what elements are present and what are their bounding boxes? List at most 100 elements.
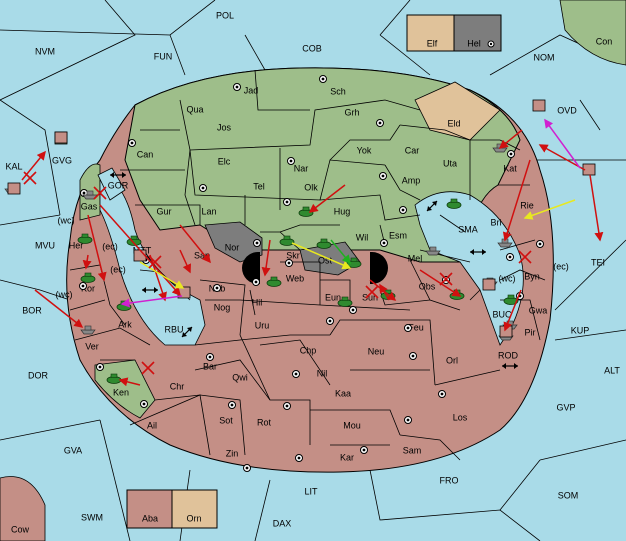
region-label-elc[interactable]: Elc [218, 156, 231, 166]
region-label-swm[interactable]: SWM [81, 512, 103, 522]
sea-gor[interactable] [97, 167, 126, 201]
region-label-nvm[interactable]: NVM [35, 46, 55, 56]
army-unit[interactable] [266, 276, 282, 287]
army-unit[interactable] [106, 373, 122, 384]
region-label-cow[interactable]: Cow [11, 524, 30, 534]
region-label-rot[interactable]: Rot [257, 417, 272, 427]
army-unit[interactable] [279, 235, 295, 246]
legend-elf-box[interactable] [406, 14, 455, 52]
region-label-kat[interactable]: Kat [503, 163, 517, 173]
region-label-tei[interactable]: TEI [591, 257, 605, 267]
region-label-gas[interactable]: Gas [81, 201, 98, 211]
region-label-yok[interactable]: Yok [357, 145, 372, 155]
legend-aba-box[interactable] [126, 489, 173, 529]
region-label-amp[interactable]: Amp [402, 175, 421, 185]
region-label-ken[interactable]: Ken [113, 387, 129, 397]
region-label-chr[interactable]: Chr [170, 381, 185, 391]
region-label-bor[interactable]: BOR [22, 305, 42, 315]
region-eld[interactable] [414, 81, 501, 141]
region-label-nom[interactable]: NOM [534, 52, 555, 62]
army-unit[interactable] [80, 272, 96, 283]
region-label-kup[interactable]: KUP [571, 325, 590, 335]
legend-orn-box[interactable] [171, 489, 218, 529]
region-label-neu[interactable]: Neu [368, 346, 385, 356]
region-label-kal[interactable]: KAL [5, 161, 22, 171]
region-label-dax[interactable]: DAX [273, 518, 292, 528]
region-label-obs[interactable]: Obs [419, 281, 436, 291]
region-label-esm[interactable]: Esm [389, 230, 407, 240]
region-label-nar[interactable]: Nar [294, 163, 309, 173]
region-label-sot[interactable]: Sot [219, 415, 233, 425]
region-label-rod[interactable]: ROD [498, 350, 519, 360]
region-label-dor[interactable]: DOR [28, 370, 49, 380]
region-label-rie[interactable]: Rie [520, 200, 534, 210]
army-unit[interactable] [337, 296, 353, 307]
region-label-olk[interactable]: Olk [304, 182, 318, 192]
region-label-los[interactable]: Los [453, 412, 468, 422]
region-label-kaa[interactable]: Kaa [335, 388, 351, 398]
region-label-gor[interactable]: GOR [108, 180, 129, 190]
region-cow[interactable] [0, 476, 46, 541]
fleet-unit[interactable] [80, 325, 96, 335]
army-unit[interactable] [503, 294, 519, 305]
region-label-web[interactable]: Web [286, 273, 304, 283]
region-label-tel[interactable]: Tel [253, 181, 265, 191]
region-label-sch[interactable]: Sch [330, 86, 346, 96]
region-label-nog[interactable]: Nog [214, 302, 231, 312]
region-label-her[interactable]: Her [69, 240, 84, 250]
region-label-ail[interactable]: Ail [147, 420, 157, 430]
region-label-byn[interactable]: Byn [524, 271, 540, 281]
region-label-grh[interactable]: Grh [344, 107, 359, 117]
region-label-mvu[interactable]: MVU [35, 240, 55, 250]
region-label-wil[interactable]: Wil [356, 232, 369, 242]
region-label-jad[interactable]: Jad [244, 85, 259, 95]
region-label-ver[interactable]: Ver [85, 341, 99, 351]
region-label-skr[interactable]: Skr [286, 250, 300, 260]
region-ken[interactable] [94, 359, 156, 419]
region-label-uru[interactable]: Uru [255, 320, 270, 330]
region-label-sun[interactable]: Sun [362, 292, 378, 302]
region-label-gwa[interactable]: Gwa [529, 305, 548, 315]
region-label-nor[interactable]: Nor [225, 242, 240, 252]
region-label-sma[interactable]: SMA [458, 224, 478, 234]
region-label-fro[interactable]: FRO [440, 475, 459, 485]
region-label-con[interactable]: Con [596, 36, 613, 46]
fleet-unit[interactable] [425, 246, 441, 256]
region-label-rbu[interactable]: RBU [164, 324, 183, 334]
region-label-gva[interactable]: GVA [64, 445, 82, 455]
region-label-hug[interactable]: Hug [334, 206, 351, 216]
region-label-som[interactable]: SOM [558, 490, 579, 500]
region-label-lit[interactable]: LIT [304, 486, 318, 496]
region-label-buc[interactable]: BUC [492, 309, 512, 319]
region-label-eld[interactable]: Eld [447, 118, 460, 128]
region-label-fun[interactable]: FUN [154, 51, 173, 61]
region-label-sam[interactable]: Sam [403, 445, 422, 455]
region-label-mou[interactable]: Mou [343, 420, 361, 430]
region-label-can[interactable]: Can [137, 149, 154, 159]
region-label-qwi[interactable]: Qwi [232, 372, 248, 382]
region-label-jos[interactable]: Jos [217, 122, 232, 132]
region-label-cob[interactable]: COB [302, 43, 322, 53]
region-label-qua[interactable]: Qua [186, 104, 203, 114]
region-label-zin[interactable]: Zin [226, 448, 239, 458]
region-label-ost[interactable]: Ost [318, 255, 333, 265]
region-label-feu[interactable]: Feu [408, 322, 424, 332]
army-unit[interactable] [316, 238, 332, 249]
region-label-kar[interactable]: Kar [340, 452, 354, 462]
region-label-alt[interactable]: ALT [604, 365, 620, 375]
region-label-eun[interactable]: Eun [325, 292, 341, 302]
region-label-car[interactable]: Car [405, 145, 420, 155]
region-label-gvg[interactable]: GVG [52, 155, 72, 165]
army-unit[interactable] [77, 233, 93, 244]
region-label-bar[interactable]: Bar [203, 361, 217, 371]
region-label-ark[interactable]: Ark [118, 319, 132, 329]
region-nor[interactable] [204, 221, 263, 263]
region-label-bri[interactable]: Bri [491, 217, 502, 227]
region-label-lan[interactable]: Lan [201, 206, 216, 216]
region-label-gur[interactable]: Gur [156, 206, 171, 216]
region-label-uta[interactable]: Uta [443, 158, 457, 168]
region-label-orl[interactable]: Orl [446, 355, 458, 365]
region-label-pir[interactable]: Pir [525, 327, 536, 337]
region-label-chp[interactable]: Chp [300, 345, 317, 355]
region-label-nil[interactable]: Nil [317, 368, 328, 378]
